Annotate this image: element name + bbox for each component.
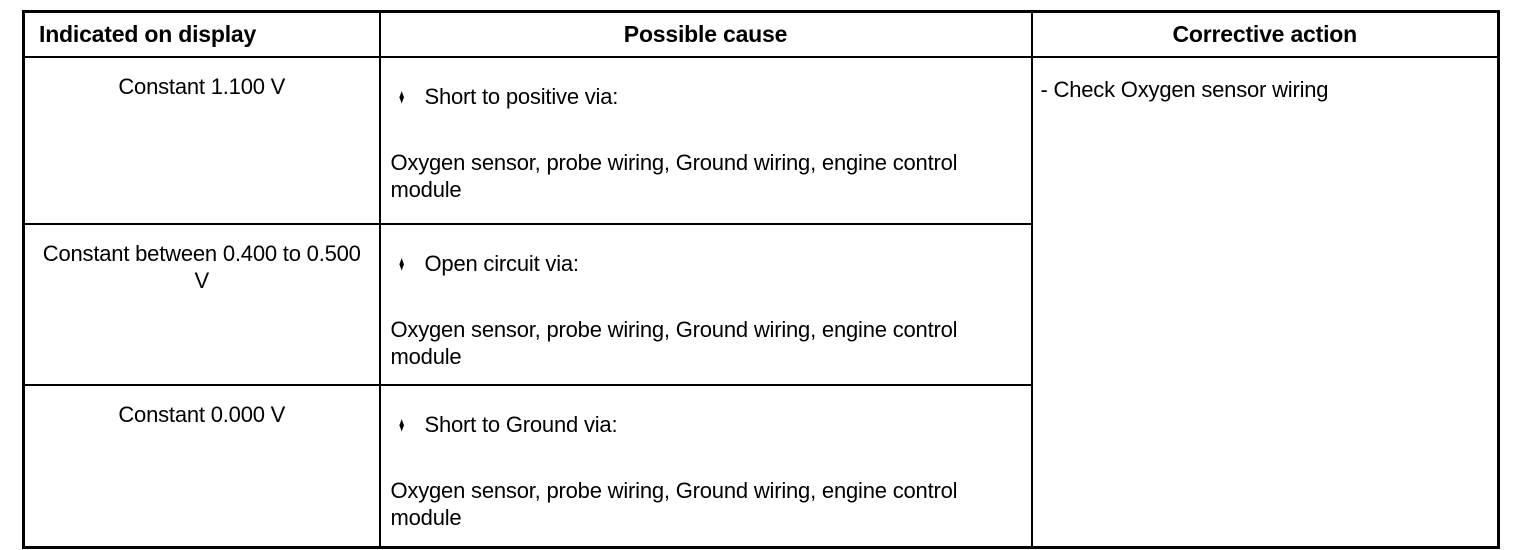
possible-cause-content-row-3: ♦ Short to Ground via: Oxygen sensor, pr… — [381, 386, 1031, 543]
cause-detail-row-3: Oxygen sensor, probe wiring, Ground wiri… — [390, 478, 958, 530]
table-row: Constant between 0.400 to 0.500 V ♦ Open… — [23, 223, 1499, 386]
cell-indicated-on-display-row-1: Constant 1.100 V — [23, 56, 381, 225]
indicated-value-row-1: Constant 1.100 V — [118, 74, 286, 99]
diamond-bullet-icon: ♦ — [398, 84, 404, 109]
diamond-bullet-icon: ♦ — [398, 251, 404, 276]
table-header-row: Indicated on display Possible cause Corr… — [23, 11, 1499, 58]
column-header-indicated-on-display-label: Indicated on display — [39, 21, 257, 47]
indicated-value-row-3: Constant 0.000 V — [118, 402, 286, 427]
column-header-possible-cause: Possible cause — [378, 11, 1033, 58]
cause-bullet-label-row-3: Short to Ground via: — [424, 412, 618, 437]
cell-indicated-on-display-row-2: Constant between 0.400 to 0.500 V — [23, 223, 381, 386]
cell-corrective-action: - Check Oxygen sensor wiring — [1030, 56, 1499, 549]
cell-possible-cause-row-2: ♦ Open circuit via: Oxygen sensor, probe… — [378, 223, 1032, 386]
possible-cause-content-row-2: ♦ Open circuit via: Oxygen sensor, probe… — [381, 225, 1031, 382]
column-header-possible-cause-label: Possible cause — [623, 21, 788, 47]
cause-bullet-row-1: ♦ Short to positive via: — [391, 83, 1021, 110]
table-row: Constant 0.000 V ♦ Short to Ground via: … — [23, 384, 1499, 548]
column-header-corrective-action: Corrective action — [1030, 11, 1499, 58]
cell-indicated-on-display-row-3: Constant 0.000 V — [23, 384, 381, 548]
cause-bullet-label-row-2: Open circuit via: — [424, 251, 580, 276]
corrective-action-text: - Check Oxygen sensor wiring — [1040, 77, 1329, 102]
indicated-value-row-2: Constant between 0.400 to 0.500 V — [42, 241, 361, 293]
table-row: Constant 1.100 V ♦ Short to positive via… — [23, 56, 1499, 549]
cell-possible-cause-row-1: ♦ Short to positive via: Oxygen sensor, … — [378, 56, 1033, 225]
column-header-corrective-action-label: Corrective action — [1172, 21, 1358, 47]
cause-bullet-row-2: ♦ Open circuit via: — [391, 250, 1021, 277]
cause-detail-row-2: Oxygen sensor, probe wiring, Ground wiri… — [390, 317, 958, 369]
table-header: Indicated on display Possible cause Corr… — [23, 11, 1499, 58]
cell-possible-cause-row-3: ♦ Short to Ground via: Oxygen sensor, pr… — [378, 384, 1032, 548]
oxygen-sensor-troubleshooting-table: Indicated on display Possible cause Corr… — [22, 10, 1500, 549]
diamond-bullet-icon: ♦ — [398, 412, 404, 437]
possible-cause-content-row-1: ♦ Short to positive via: Oxygen sensor, … — [381, 58, 1031, 215]
cause-detail-row-1: Oxygen sensor, probe wiring, Ground wiri… — [390, 150, 958, 202]
column-header-indicated-on-display: Indicated on display — [23, 11, 381, 58]
table-body: Constant 1.100 V ♦ Short to positive via… — [23, 56, 1499, 549]
cause-bullet-row-3: ♦ Short to Ground via: — [391, 411, 1021, 438]
cause-bullet-label-row-1: Short to positive via: — [424, 84, 619, 109]
